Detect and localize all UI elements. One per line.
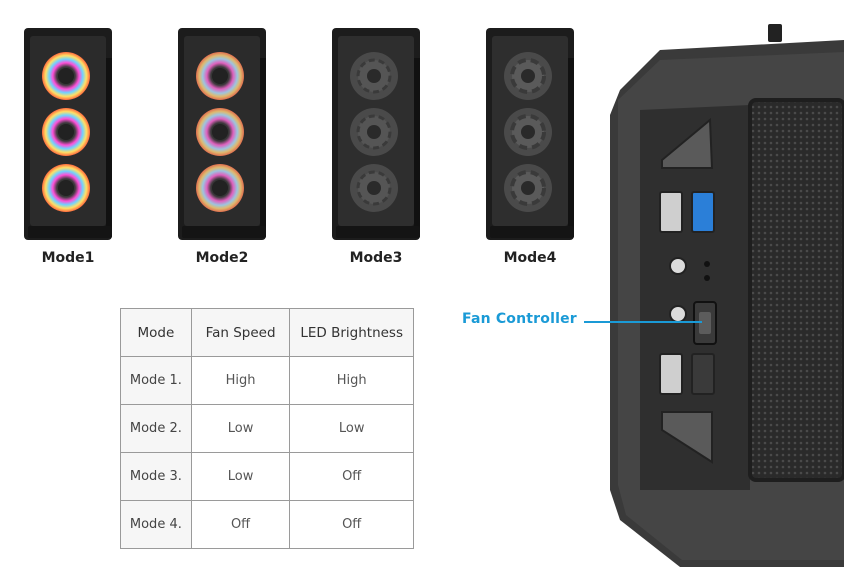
mode-table: Mode Fan Speed LED Brightness Mode 1. Hi… (120, 308, 414, 549)
table-cell-led-brightness: High (289, 356, 414, 405)
table-cell-mode: Mode 1. (120, 356, 192, 405)
front-io-closeup-graphic (610, 24, 844, 567)
fan-icon (196, 108, 244, 156)
table-header-fan-speed: Fan Speed (190, 308, 291, 357)
case-mode2-image (176, 28, 268, 240)
fan-icon (42, 164, 90, 212)
fan-icon (196, 52, 244, 100)
table-cell-fan-speed: Low (190, 452, 291, 501)
fan-icon (196, 164, 244, 212)
case-mode2-label: Mode2 (195, 250, 249, 266)
fan-controller-switch (693, 301, 717, 345)
table-row: Mode 1. High High (120, 356, 414, 405)
case-mode4-graphic (486, 28, 574, 240)
case-mode4-image (484, 28, 576, 240)
fan-icon (504, 52, 552, 100)
case-mode3-graphic (332, 28, 420, 240)
case-mode1-label: Mode1 (41, 250, 95, 266)
table-cell-mode: Mode 4. (120, 500, 192, 549)
table-cell-led-brightness: Off (289, 500, 414, 549)
case-mode1-graphic (24, 28, 112, 240)
fan-icon (350, 108, 398, 156)
table-row: Mode 2. Low Low (120, 404, 414, 453)
case-mode3-label: Mode3 (349, 250, 403, 266)
case-mode4-label: Mode4 (503, 250, 557, 266)
table-header-mode: Mode (120, 308, 192, 357)
fan-icon (42, 108, 90, 156)
table-cell-led-brightness: Low (289, 404, 414, 453)
table-cell-fan-speed: Low (190, 404, 291, 453)
case-mode1-image (22, 28, 114, 240)
table-row: Mode 3. Low Off (120, 452, 414, 501)
front-io-closeup-image (600, 20, 844, 567)
fan-icon (42, 52, 90, 100)
case-mode2-graphic (178, 28, 266, 240)
fan-controller-callout-label: Fan Controller (462, 311, 577, 327)
fan-icon (350, 52, 398, 100)
fan-controller-callout-line (584, 321, 702, 323)
fan-icon (350, 164, 398, 212)
table-cell-fan-speed: Off (190, 500, 291, 549)
table-cell-fan-speed: High (190, 356, 291, 405)
table-header-row: Mode Fan Speed LED Brightness (120, 308, 414, 357)
table-row: Mode 4. Off Off (120, 500, 414, 549)
table-cell-led-brightness: Off (289, 452, 414, 501)
fan-icon (504, 164, 552, 212)
table-cell-mode: Mode 3. (120, 452, 192, 501)
table-cell-mode: Mode 2. (120, 404, 192, 453)
table-header-led-brightness: LED Brightness (289, 308, 414, 357)
fan-icon (504, 108, 552, 156)
case-mode3-image (330, 28, 422, 240)
